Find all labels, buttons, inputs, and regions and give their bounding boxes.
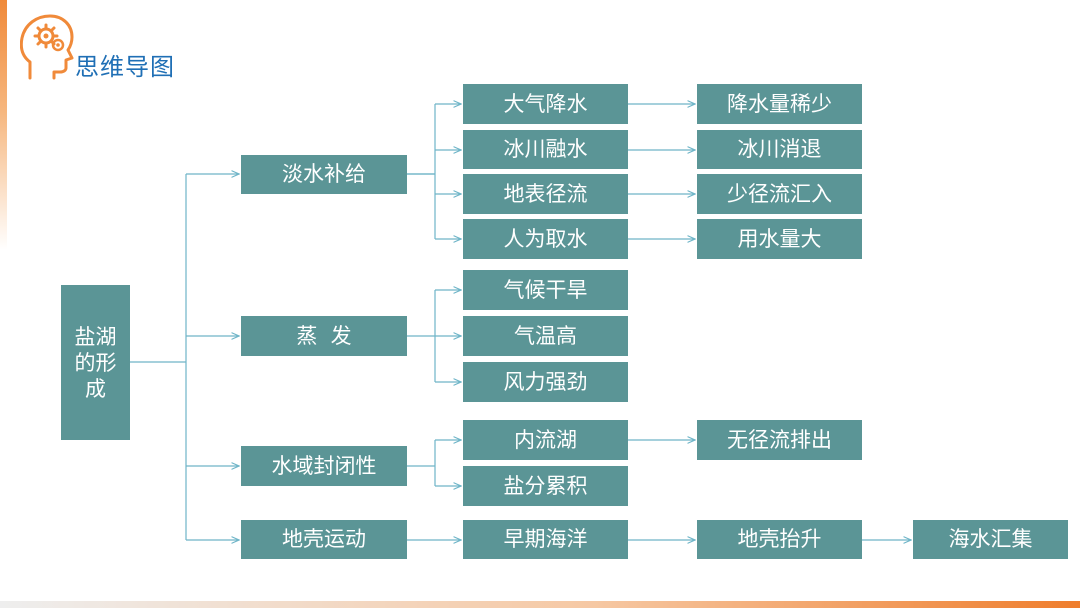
branch-node-evaporation: 蒸 发: [241, 316, 407, 356]
chain-node-crust-uplift: 地壳抬升: [697, 520, 862, 559]
mindmap-root-node: 盐湖的形成: [61, 285, 130, 440]
head-with-gears-icon: [20, 14, 74, 80]
result-node-less-runoff: 少径流汇入: [697, 174, 862, 214]
child-node-glacier-melt: 冰川融水: [463, 130, 628, 169]
child-node-strong-wind: 风力强劲: [463, 362, 628, 402]
child-node-endorheic-lake: 内流湖: [463, 420, 628, 460]
child-node-salt-accumulation: 盐分累积: [463, 466, 628, 506]
child-node-high-temperature: 气温高: [463, 316, 628, 356]
child-node-arid-climate: 气候干旱: [463, 270, 628, 310]
chain-node-early-ocean: 早期海洋: [463, 520, 628, 559]
child-node-precipitation: 大气降水: [463, 84, 628, 124]
connector-b1-to-c2: [407, 150, 461, 175]
result-node-no-outflow: 无径流排出: [697, 420, 862, 460]
result-node-low-precipitation: 降水量稀少: [697, 84, 862, 124]
page-title: 思维导图: [75, 53, 175, 81]
left-accent-bar: [0, 0, 7, 250]
bottom-accent-bar: [0, 601, 1080, 608]
branch-node-crustal-movement: 地壳运动: [241, 520, 407, 559]
chain-node-seawater-collects: 海水汇集: [913, 520, 1068, 559]
child-node-surface-runoff: 地表径流: [463, 174, 628, 214]
result-node-high-water-use: 用水量大: [697, 219, 862, 259]
branch-node-water-enclosure: 水域封闭性: [241, 446, 407, 486]
result-node-glacier-retreat: 冰川消退: [697, 130, 862, 169]
branch-node-freshwater-supply: 淡水补给: [241, 155, 407, 194]
child-node-human-withdrawal: 人为取水: [463, 219, 628, 259]
